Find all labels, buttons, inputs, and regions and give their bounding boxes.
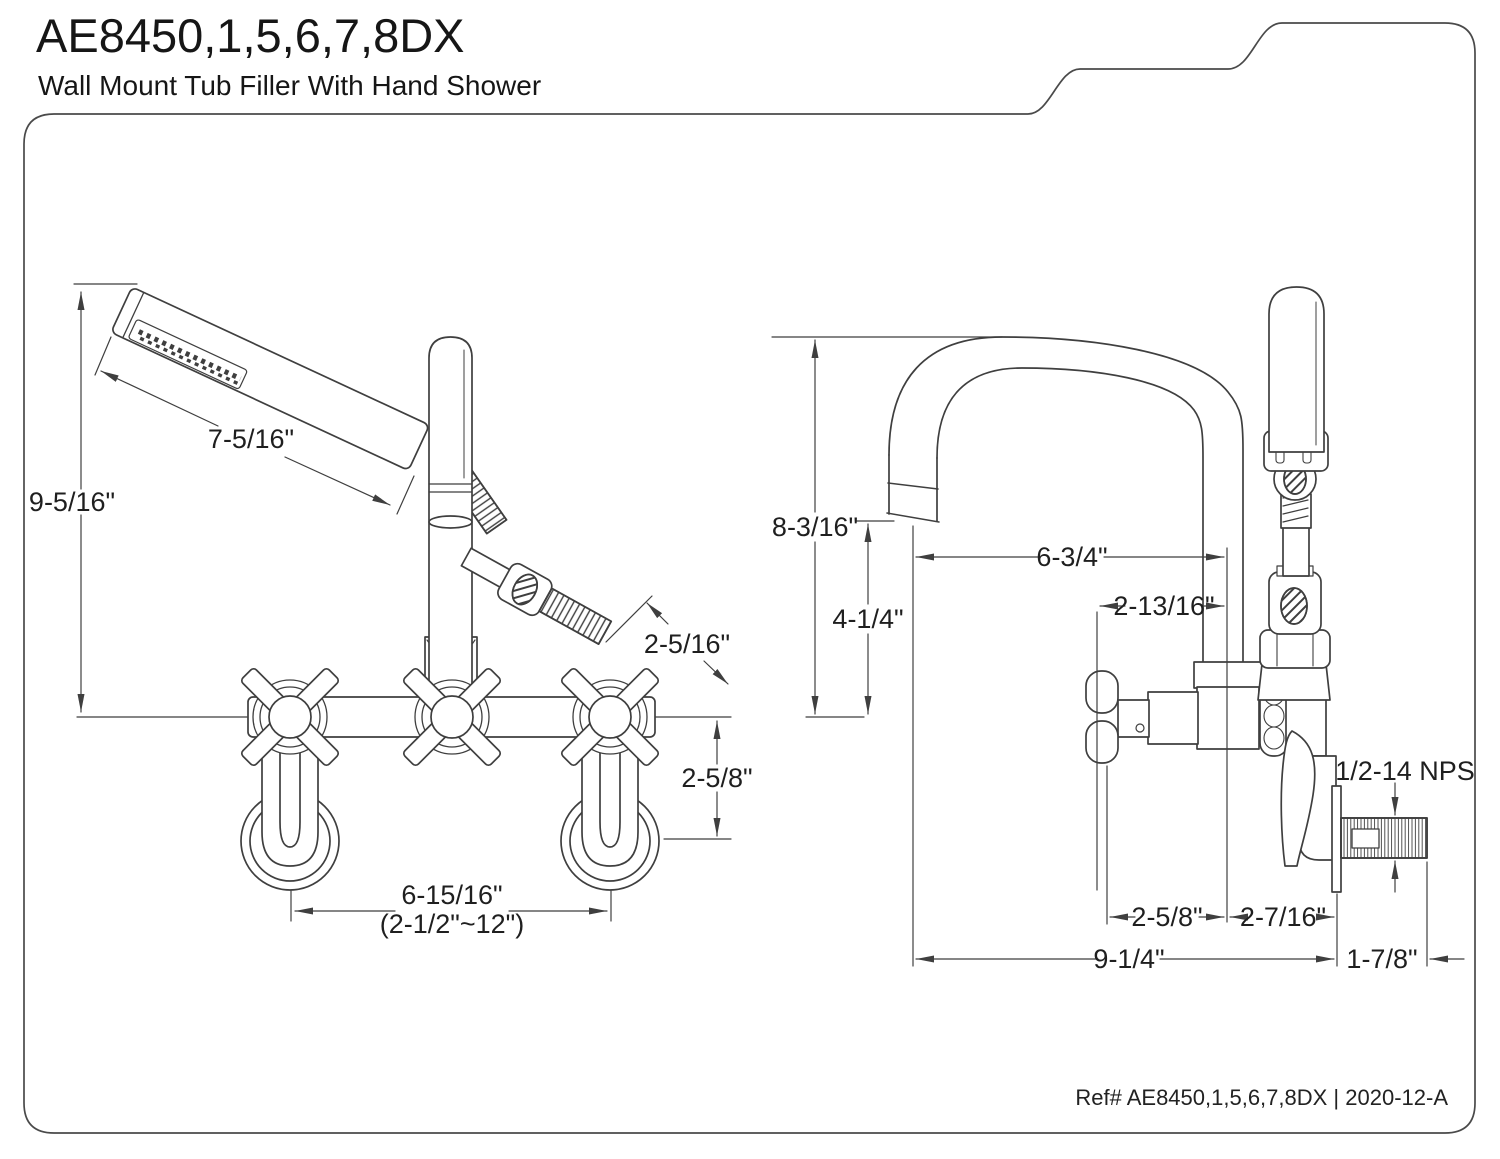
riser-tube [424, 336, 478, 700]
dim-mount-centers: 6-15/16" [401, 880, 502, 910]
ref-label: Ref# AE8450,1,5,6,7,8DX | 2020-12-A [1075, 1085, 1448, 1110]
dim-spout-clearance: 4-1/4" [832, 604, 903, 634]
right-cross-handle [560, 667, 660, 767]
dim-spout-height: 8-3/16" [772, 512, 858, 542]
front-view-dimensions [73, 283, 732, 922]
hand-shower-wand [112, 288, 429, 470]
dim-mount-centers-range: (2-1/2"~12") [380, 909, 525, 939]
right-mount-leg [560, 745, 660, 891]
dimension-labels: 7-5/16" 9-5/16" 2-5/16" 2-5/8" 6-15/16" … [29, 424, 1475, 974]
side-view-drawing [886, 286, 1428, 893]
dim-overall-projection: 9-1/4" [1093, 944, 1164, 974]
dim-spout-reach: 6-3/4" [1036, 542, 1107, 572]
diverter-hose [460, 547, 613, 645]
dim-nipple-length: 1-7/8" [1346, 944, 1417, 974]
spray-nozzles-icon [137, 329, 242, 386]
center-cross-handle [402, 667, 502, 767]
side-view-dimensions [771, 336, 1465, 967]
dim-wall-offset: 2-7/16" [1240, 902, 1326, 932]
lever-handle [1280, 730, 1316, 867]
dim-hose-connection: 2-5/16" [644, 629, 730, 659]
gooseneck-spout [886, 336, 1244, 669]
left-cross-handle [240, 667, 340, 767]
dim-handle-projection: 2-13/16" [1113, 591, 1214, 621]
dim-overall-height: 9-5/16" [29, 487, 115, 517]
dim-outlet-drop: 2-5/8" [681, 763, 752, 793]
dim-hand-shower-length: 7-5/16" [208, 424, 294, 454]
sheet-border [23, 22, 1476, 1134]
front-view-drawing [112, 288, 660, 891]
left-mount-leg [240, 745, 340, 891]
dim-thread-size: 1/2-14 NPS [1335, 756, 1475, 786]
page-title: AE8450,1,5,6,7,8DX [36, 9, 465, 62]
dim-body-depth: 2-5/8" [1131, 902, 1202, 932]
hand-shower-side [1257, 286, 1331, 701]
page-subtitle: Wall Mount Tub Filler With Hand Shower [38, 70, 542, 101]
wall-plate [1331, 785, 1342, 893]
